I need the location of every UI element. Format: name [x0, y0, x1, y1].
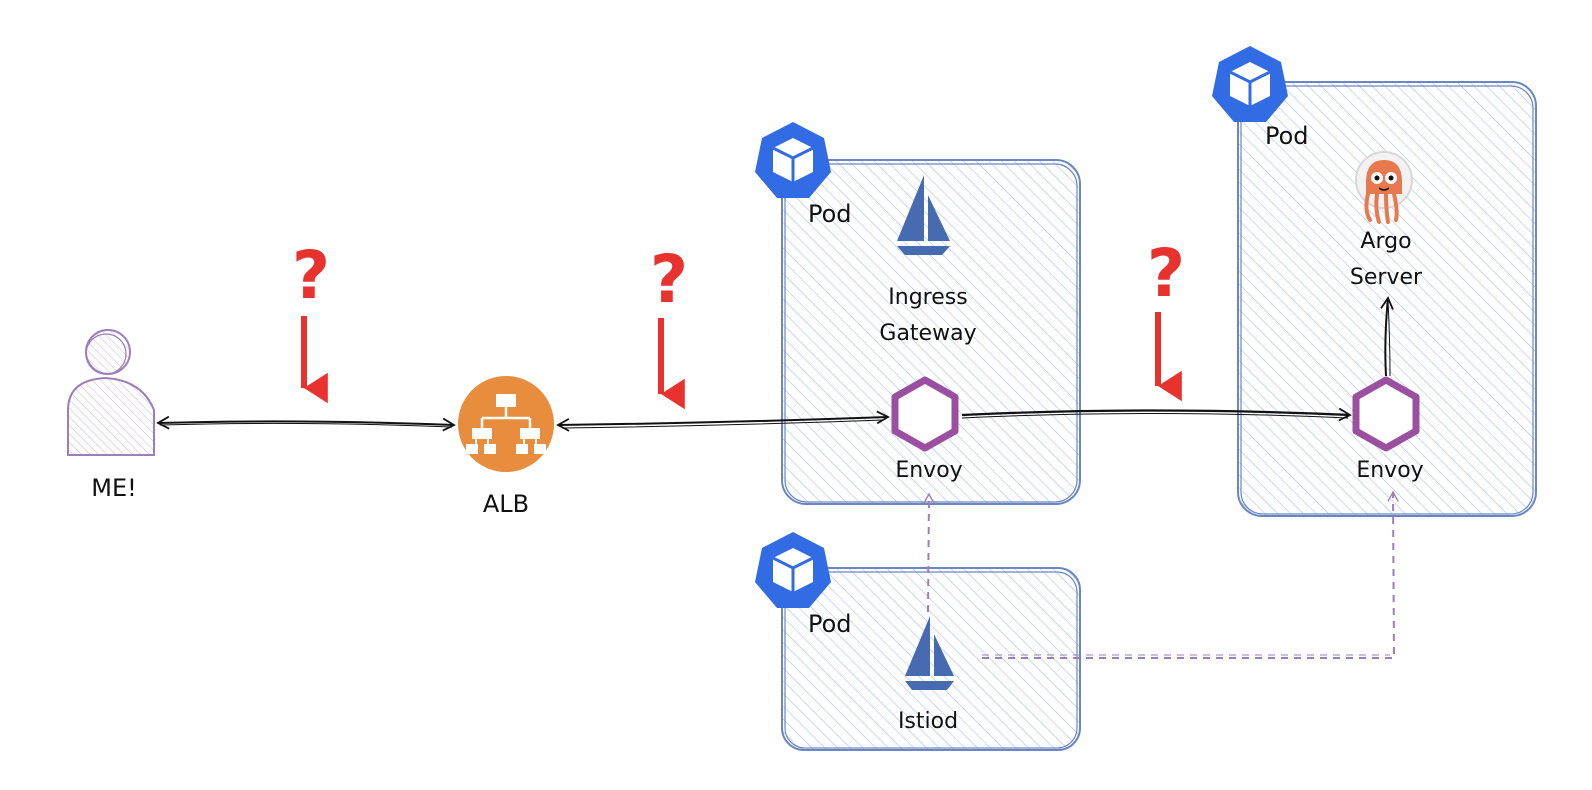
- kubernetes-pod-icon: [1212, 46, 1288, 122]
- argo-octopus-icon: [1355, 151, 1413, 224]
- control-plane-istiod-envoy-ingress: [923, 492, 935, 613]
- question-mark: ?: [650, 241, 688, 318]
- load-balancer-icon: [458, 376, 554, 472]
- kubernetes-pod-icon: [755, 122, 831, 198]
- envoy-hexagon-icon: [891, 376, 959, 452]
- argo-server-line1: Argo: [1360, 229, 1411, 254]
- connector-me-alb: [156, 415, 456, 432]
- envoy-hexagon-icon: [1352, 376, 1420, 452]
- pod-istiod-box: [781, 567, 1081, 751]
- envoy-ingress-label: Envoy: [895, 458, 962, 483]
- kubernetes-pod-icon: [755, 532, 831, 608]
- user-icon: [67, 329, 155, 456]
- pod-label-argo: Pod: [1265, 122, 1309, 150]
- argo-server-line2: Server: [1350, 265, 1423, 290]
- question-marker-3: ?: [1147, 235, 1185, 402]
- istio-sail-icon: [905, 616, 954, 690]
- istiod-label: Istiod: [898, 709, 958, 734]
- envoy-argo-label: Envoy: [1356, 458, 1423, 483]
- question-marker-2: ?: [650, 241, 688, 410]
- pod-label-istiod: Pod: [808, 610, 852, 638]
- control-plane-istiod-envoy-argo: [982, 490, 1399, 659]
- question-mark: ?: [1147, 235, 1185, 312]
- ingress-gateway-line2: Gateway: [879, 321, 976, 346]
- alb-label: ALB: [483, 490, 529, 518]
- connector-alb-envoy: [556, 410, 890, 432]
- pod-label-ingress: Pod: [808, 200, 852, 228]
- connector-envoy-envoy: [961, 407, 1352, 422]
- question-marker-1: ?: [292, 237, 330, 404]
- connector-envoy-argo-server: [1380, 296, 1394, 377]
- question-mark: ?: [292, 237, 330, 314]
- ingress-gateway-line1: Ingress: [888, 285, 967, 310]
- me-label: ME!: [91, 474, 137, 502]
- istio-sail-icon: [897, 175, 950, 255]
